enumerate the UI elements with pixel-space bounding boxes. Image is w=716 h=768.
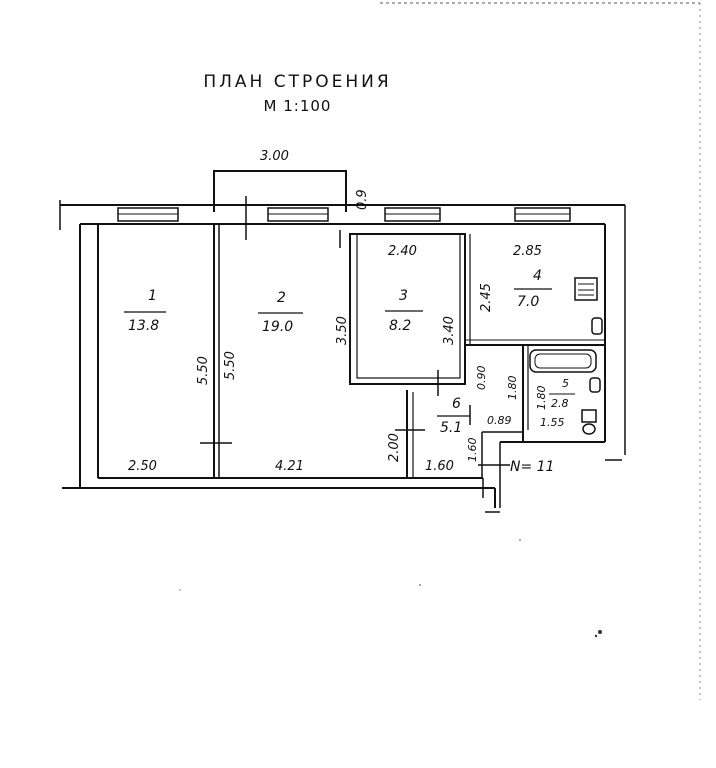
room-number: 2 bbox=[277, 290, 286, 306]
window bbox=[267, 207, 329, 222]
outer-wall-left bbox=[79, 224, 99, 488]
sink-icon bbox=[591, 317, 603, 335]
dimension-label: 3.50 bbox=[335, 316, 350, 345]
plan-title: ПЛАН СТРОЕНИЯ bbox=[203, 72, 392, 92]
room-area: 8.2 bbox=[389, 318, 411, 334]
room-area: 19.0 bbox=[262, 319, 293, 335]
dimension-label: 0.89 bbox=[487, 414, 512, 427]
window bbox=[384, 207, 441, 222]
dimension-label: 2.85 bbox=[513, 244, 542, 259]
dimension-label: 0.90 bbox=[475, 366, 488, 391]
dimension-label: 3.40 bbox=[442, 316, 457, 345]
toilet-icon bbox=[581, 409, 597, 435]
dimension-label: 1.60 bbox=[466, 438, 479, 463]
room-area: 2.8 bbox=[551, 397, 569, 410]
dimension-label: 4.21 bbox=[275, 459, 304, 474]
dimension-label: 2.45 bbox=[479, 283, 494, 312]
room-number: 5 bbox=[562, 377, 569, 390]
interior-walls bbox=[213, 224, 605, 478]
dimension-label: 1.80 bbox=[535, 386, 548, 411]
room-area: 7.0 bbox=[517, 294, 539, 310]
room-area: 5.1 bbox=[440, 420, 462, 436]
room-number: 1 bbox=[148, 288, 157, 304]
dimension-label: 5.50 bbox=[223, 351, 238, 380]
dimension-label: 1.60 bbox=[425, 459, 454, 474]
dimension-label: 1.55 bbox=[540, 416, 565, 429]
washbasin-icon bbox=[589, 377, 601, 393]
room-number: 6 bbox=[452, 396, 461, 412]
room-area: 13.8 bbox=[128, 318, 159, 334]
dimension-label: 3.00 bbox=[260, 149, 289, 164]
scan-specks bbox=[179, 539, 602, 638]
apartment-number: N= 11 bbox=[510, 459, 554, 475]
dimension-label: 1.80 bbox=[506, 376, 519, 401]
window bbox=[514, 207, 571, 222]
window bbox=[117, 207, 179, 222]
outer-wall-top bbox=[59, 200, 626, 240]
door-marks bbox=[200, 230, 622, 513]
plan-scale: М 1:100 bbox=[263, 97, 332, 115]
room-number: 3 bbox=[399, 288, 408, 304]
dimension-label: 5.50 bbox=[196, 356, 211, 385]
dimension-label: 2.40 bbox=[388, 244, 417, 259]
stove-icon bbox=[574, 277, 598, 301]
balcony-outline bbox=[213, 170, 347, 212]
dimension-label: 2.50 bbox=[128, 459, 157, 474]
room-number: 4 bbox=[533, 268, 542, 284]
dimension-label: 2.00 bbox=[387, 433, 402, 462]
dimension-label: 0.9 bbox=[355, 189, 370, 210]
bathtub-icon bbox=[529, 349, 597, 373]
outer-wall-bottom bbox=[62, 224, 626, 508]
